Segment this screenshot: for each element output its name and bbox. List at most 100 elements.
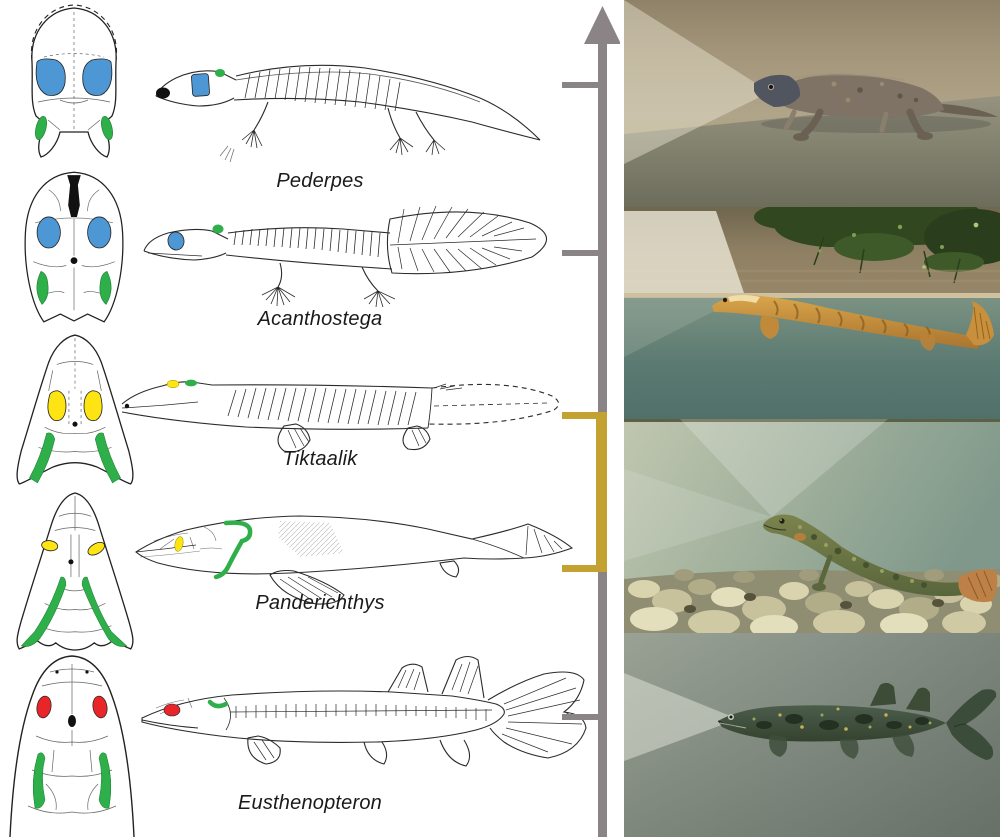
- eusthenopteron-spiracle-right: [98, 752, 112, 809]
- anal-fin: [892, 734, 915, 757]
- pederpes-eye-marker: [191, 73, 210, 97]
- pectoral-limb: [760, 315, 779, 339]
- skull-outline: [31, 7, 117, 158]
- eusthenopteron-orbit-right: [92, 695, 108, 719]
- ground: [624, 96, 1000, 207]
- forked-tail: [946, 689, 997, 760]
- shallows-habitat-illustration: [624, 419, 1000, 633]
- skull-outline: [16, 492, 134, 651]
- timeline-gold-segment: [596, 412, 607, 572]
- eusthenopteron-eye-marker: [163, 703, 181, 717]
- panderichthys-spiracle-left: [20, 576, 67, 647]
- aerial-visual-field-cone: [624, 211, 744, 293]
- nostril-left: [55, 670, 59, 674]
- reconstruction-eusthenopteron: [141, 655, 587, 767]
- acanthostega-orbit-left: [36, 216, 61, 249]
- tiktaalik-spiracle-right: [94, 432, 121, 484]
- eusthenopteron-notch-marker: [207, 699, 229, 709]
- panderichthys-spiracle-right: [81, 576, 128, 647]
- riverbank-foliage: [754, 207, 1000, 284]
- photo-eusthenopteron-habitat: [624, 633, 1000, 837]
- acanthostega-otic-notch-right: [99, 270, 112, 305]
- eusthenopteron-spiracle-left: [32, 752, 46, 809]
- acanthostega-habitat-illustration: [624, 207, 1000, 419]
- pelvic-fin: [840, 739, 859, 759]
- timeline-gold-tick-tiktaalik: [562, 412, 598, 419]
- acanthostega-eye-marker: [167, 231, 185, 251]
- species-label-pederpes: Pederpes: [276, 170, 364, 192]
- tiktaalik-orbit-left: [47, 390, 67, 422]
- pederpes-orbit-left: [35, 58, 66, 96]
- front-limb: [817, 554, 833, 588]
- pederpes-orbit-right: [82, 58, 113, 96]
- reconstructed-snout-outline: [30, 4, 118, 61]
- panderichthys-eye-marker: [174, 536, 184, 552]
- underwater-light-wedge: [624, 297, 742, 357]
- panderichthys-orbit-right: [87, 541, 105, 556]
- acanthostega-orbit-right: [87, 216, 112, 249]
- tiktaalik-spiracle-left: [29, 432, 56, 484]
- suture-lines: [27, 664, 117, 814]
- reconstruction-pederpes: [155, 64, 541, 163]
- waterline: [624, 293, 1000, 298]
- pederpes-otic-notch-left: [35, 115, 47, 141]
- pineal-foramen: [68, 559, 74, 565]
- tiktaalik-orbit-right: [83, 390, 103, 422]
- skull-panderichthys-dorsal-view: [16, 492, 134, 651]
- scale-hatching: [278, 521, 344, 557]
- panderichthys-opercular-marker: [213, 520, 253, 580]
- acanthostega-notch-marker: [212, 224, 224, 234]
- tiktaalik-notch-marker: [185, 379, 197, 387]
- dorsal-fin-2: [906, 687, 930, 712]
- reconstruction-acanthostega: [143, 205, 548, 308]
- species-label-panderichthys: Panderichthys: [255, 592, 385, 614]
- eusthenopteron-animal: [717, 682, 997, 760]
- lateral-visual-field-cone: [624, 469, 772, 561]
- visual-field-cone: [624, 0, 770, 164]
- reconstruction-tiktaalik: [121, 379, 560, 453]
- acanthostega-animal: [712, 295, 994, 351]
- species-label-acanthostega: Acanthostega: [257, 308, 383, 330]
- hind-limb: [919, 333, 936, 351]
- animal-eye: [779, 518, 785, 524]
- animal-eye: [722, 297, 728, 303]
- visual-field-cone: [624, 673, 738, 761]
- snout-marker: [156, 87, 170, 99]
- snout-marker: [124, 403, 130, 409]
- acanthostega-fontanelle: [67, 175, 81, 217]
- skull-tiktaalik-dorsal-view: [16, 334, 134, 485]
- pineal-foramen: [72, 421, 78, 427]
- skull-acanthostega-dorsal-view: [24, 171, 124, 323]
- eusthenopteron-habitat-illustration: [624, 633, 1000, 837]
- tail-fin: [966, 301, 994, 346]
- species-label-eusthenopteron: Eusthenopteron: [237, 792, 383, 814]
- eusthenopteron-orbit-left: [36, 695, 52, 719]
- timeline-tick-acanthostega: [562, 250, 598, 256]
- acanthostega-otic-notch-left: [36, 270, 49, 305]
- pederpes-notch-marker: [215, 69, 225, 77]
- animal-head: [754, 74, 801, 107]
- surface-line: [624, 419, 1000, 422]
- photo-acanthostega-habitat: [624, 207, 1000, 419]
- pederpes-otic-notch-right: [101, 115, 113, 141]
- geologic-time-arrow: [562, 6, 620, 837]
- species-label-tiktaalik: Tiktaalik: [282, 448, 358, 470]
- tetrapodomorph-animal: [763, 514, 998, 603]
- skull-pederpes-dorsal-view: [30, 4, 118, 158]
- reconstruction-panderichthys: [135, 515, 574, 605]
- tiktaalik-eye-marker: [166, 379, 180, 389]
- animal-eye: [767, 84, 774, 91]
- pectoral-fin: [769, 735, 788, 757]
- photo-pederpes-habitat: [624, 0, 1000, 207]
- timeline-gold-tick-panderichthys: [562, 565, 598, 572]
- photo-shallows-habitat: [624, 419, 1000, 633]
- timeline-tick-pederpes: [562, 82, 598, 88]
- panderichthys-orbit-left: [41, 540, 59, 552]
- arrow-up-icon: [584, 6, 620, 44]
- pederpes-animal: [754, 73, 998, 141]
- skull-eusthenopteron-dorsal-view: [9, 655, 135, 837]
- pederpes-habitat-illustration: [624, 0, 1000, 207]
- nostril-right: [85, 670, 89, 674]
- timeline-tick-eusthenopteron: [562, 714, 598, 720]
